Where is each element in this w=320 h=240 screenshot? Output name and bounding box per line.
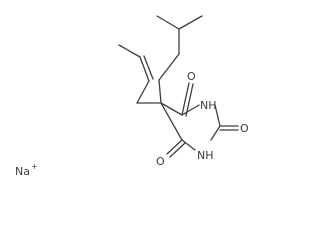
bond-n1-c6 [181, 139, 196, 151]
butenyl-chain [118, 44, 162, 104]
bond-isopentyl-ch2-ch2 [158, 53, 180, 81]
chemical-structure-diagram: O NH O NH O Na + [15, 15, 249, 178]
bond-c4-o-1 [181, 82, 190, 116]
bond-butenyl-ch-ch2 [136, 80, 150, 104]
bond-c6-c5 [160, 102, 183, 141]
counterion-charge: + [31, 162, 38, 171]
atom-label-nh-bottom: NH [197, 149, 214, 162]
bond-c6-o-1 [166, 139, 183, 155]
bond-butenyl-double-2 [143, 55, 154, 80]
isopentyl-chain [156, 15, 203, 104]
bond-isopentyl-ch3-left [156, 15, 180, 30]
bond-butenyl-ch3 [118, 44, 141, 58]
bond-c4-o-2 [185, 83, 194, 117]
counterion-symbol: Na [15, 165, 30, 178]
bond-isopentyl-ch3-right [178, 15, 203, 30]
carbonyl-bonds [166, 82, 239, 158]
bond-c4-n3 [181, 104, 200, 116]
pyrimidine-ring [160, 102, 221, 151]
bond-c2-n1 [210, 125, 221, 141]
bond-isopentyl-ch2-c5 [158, 79, 162, 104]
atom-label-nh-top: NH [200, 99, 217, 112]
bond-n3-c2 [214, 104, 221, 127]
atom-label-oxygen-bottom: O [156, 155, 165, 168]
sodium-counterion: Na + [15, 162, 38, 178]
atom-label-oxygen-top: O [187, 70, 196, 83]
bond-c6-o-2 [169, 142, 186, 158]
bond-butenyl-double-1 [139, 56, 150, 82]
atom-label-oxygen-right: O [240, 122, 249, 135]
bond-c5-c4 [160, 102, 183, 116]
